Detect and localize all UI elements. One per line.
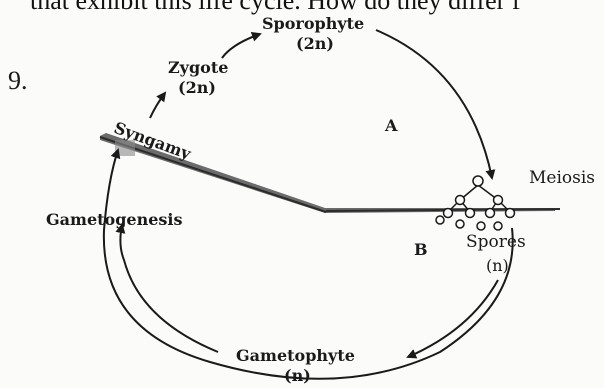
arrow-gametophyte-to-syngamy [104, 150, 513, 379]
gametogenesis-label: Gametogenesis [46, 210, 182, 229]
zygote-ploidy: (2n) [178, 78, 216, 97]
arrow-zygote-to-sporophyte [222, 34, 260, 58]
gametophyte-ploidy: (n) [284, 366, 311, 385]
spores-ploidy: (n) [486, 256, 509, 275]
sporophyte-label: Sporophyte [262, 14, 364, 33]
meiosis-label: Meiosis [529, 168, 595, 188]
arrow-sporophyte-to-meiosis [376, 30, 492, 178]
spores-label: Spores [466, 232, 526, 252]
question-number: 9. [8, 66, 28, 96]
arrow-spores-to-gametophyte [408, 280, 498, 357]
sporophyte-ploidy: (2n) [296, 34, 334, 53]
zygote-label: Zygote [168, 58, 228, 77]
region-a-label: A [385, 116, 397, 135]
arrow-syngamy-to-zygote [150, 93, 165, 118]
region-b-label: B [414, 240, 428, 259]
gametophyte-label: Gametophyte [236, 346, 355, 365]
meiosis-spore-tree [436, 176, 515, 230]
arrow-gametophyte-to-gametogenesis [120, 225, 218, 352]
